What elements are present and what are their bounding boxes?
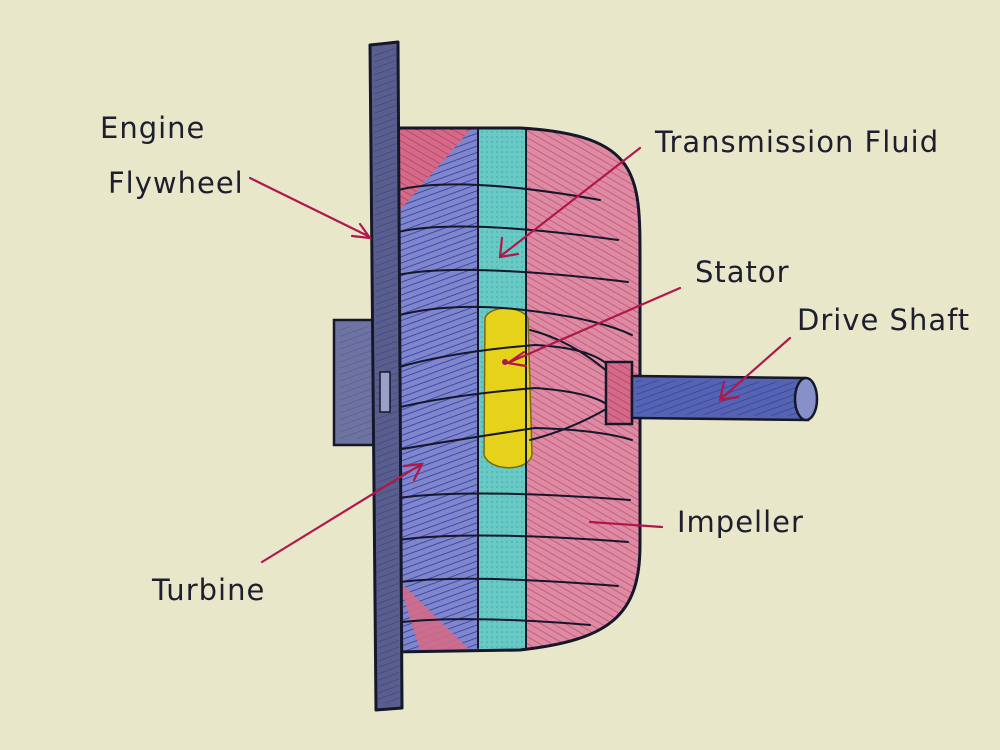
vane-lines <box>395 183 633 626</box>
label-stator: Stator <box>695 255 790 289</box>
label-transmission-fluid: Transmission Fluid <box>654 125 939 159</box>
arrow-turbine <box>260 462 424 564</box>
label-turbine: Turbine <box>151 573 265 607</box>
arrow-stator <box>505 286 682 368</box>
converter-body <box>392 128 640 652</box>
engine-flywheel <box>368 40 404 712</box>
arrow-impeller <box>588 520 664 529</box>
arrow-drive-shaft <box>718 336 792 402</box>
label-impeller: Impeller <box>677 505 804 539</box>
label-flywheel: Flywheel <box>108 166 244 200</box>
arrow-transmission-fluid <box>498 146 642 259</box>
arrow-engine-flywheel <box>248 176 373 240</box>
pointer-arrows <box>248 146 792 564</box>
label-drive-shaft: Drive Shaft <box>797 303 970 337</box>
label-engine: Engine <box>100 111 205 145</box>
